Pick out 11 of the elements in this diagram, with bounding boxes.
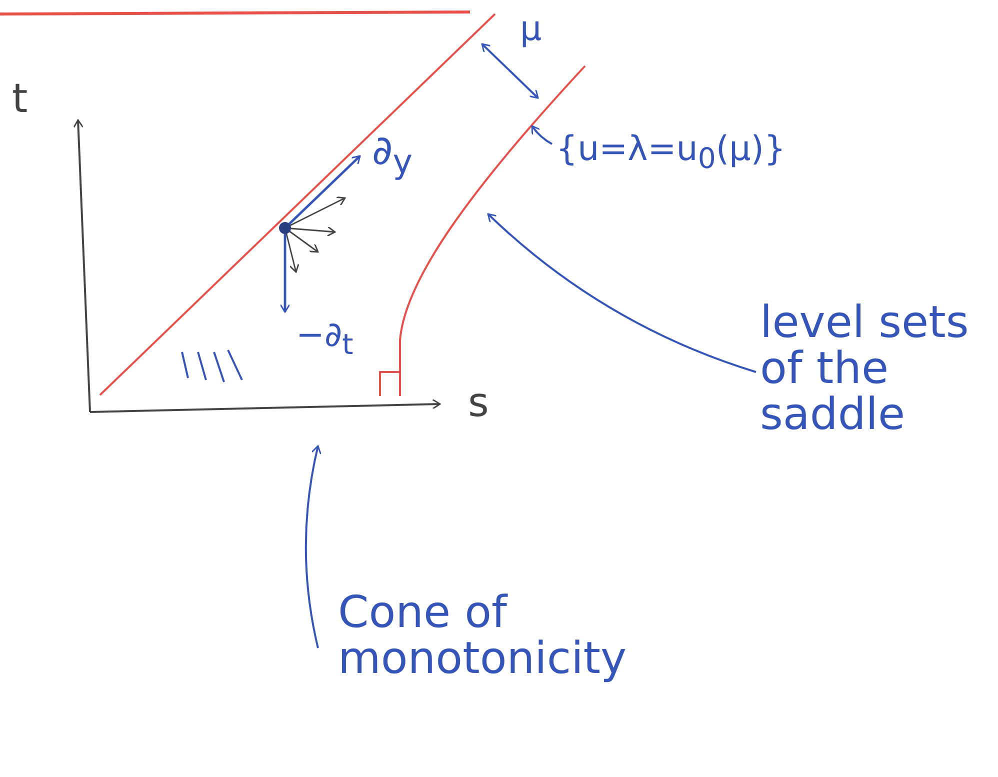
handwritten-note: {u=λ=u$_{0}$(μ)} bbox=[556, 132, 787, 174]
handwritten-note: Cone of monotonicity bbox=[338, 590, 628, 682]
axis-label: t bbox=[12, 78, 28, 120]
math-label: ∂$_{y}$ bbox=[372, 130, 412, 179]
arrow bbox=[531, 125, 552, 145]
math-label: μ bbox=[520, 12, 542, 48]
axis-label: s bbox=[468, 382, 489, 424]
arrow bbox=[487, 213, 756, 373]
handwritten-note: level sets of the saddle bbox=[760, 300, 970, 439]
leader-line bbox=[304, 445, 322, 648]
math-label: −∂$_{t}$ bbox=[296, 318, 354, 360]
